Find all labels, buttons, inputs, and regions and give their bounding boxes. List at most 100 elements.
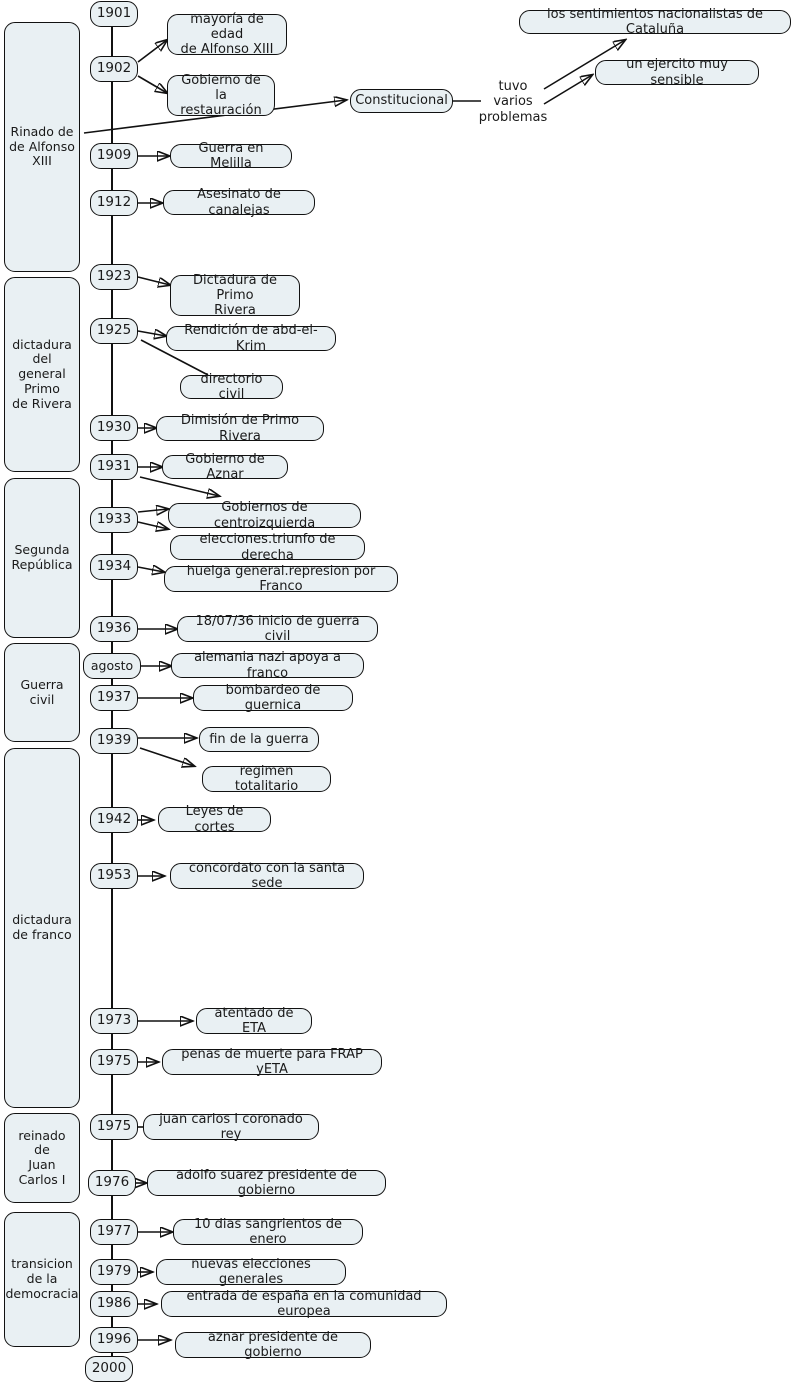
era-box-primo-de-rivera[interactable]: dictadura del general Primo de Rivera [4, 277, 80, 472]
event-box-regimen-totalitario[interactable]: regimen totalitario [202, 763, 331, 794]
event-label: 18/07/36 inicio de guerra civil [195, 613, 360, 644]
event-label: un ejercito muy sensible [626, 57, 728, 88]
event-label: fin de la guerra [209, 731, 309, 747]
era-box-dictadura-franco[interactable]: dictadura de franco [4, 748, 80, 1108]
event-label: Rendición de abd-el-Krim [184, 323, 318, 354]
year-pill-1976[interactable]: 1976 [88, 1170, 136, 1196]
event-box-constitucional[interactable]: Constitucional [350, 89, 453, 113]
event-box-adolfo-suarez[interactable]: adolfo suarez presidente de gobierno [147, 1168, 386, 1198]
era-label: reinado de Juan Carlos I [18, 1127, 66, 1187]
event-box-gobierno-aznar[interactable]: Gobierno de Aznar [162, 452, 288, 482]
year-label: 1977 [96, 1223, 132, 1240]
year-label: 1979 [96, 1263, 132, 1280]
event-box-rendicion-abd-el-krim[interactable]: Rendición de abd-el-Krim [166, 323, 336, 354]
event-box-alemania-nazi[interactable]: alemania nazi apoya a franco [171, 650, 364, 681]
event-label: juan carlos I coronado rey [159, 1111, 303, 1142]
event-box-elecciones-derecha[interactable]: elecciones.triunfo de derecha [170, 532, 365, 563]
event-box-dimision-primo-rivera[interactable]: Dimisión de Primo Rivera [156, 413, 324, 444]
event-box-nuevas-elecciones[interactable]: nuevas elecciones generales [156, 1257, 346, 1287]
year-pill-1975-franco[interactable]: 1975 [90, 1049, 138, 1075]
event-box-sentimientos-nacionalistas[interactable]: los sentimientos nacionalistas de Catalu… [519, 7, 791, 37]
year-pill-1936[interactable]: 1936 [90, 616, 138, 642]
year-pill-1909[interactable]: 1909 [90, 143, 138, 169]
year-label: 1912 [96, 194, 132, 211]
event-box-guerra-melilla[interactable]: Guerra en Melilla [170, 141, 292, 171]
event-box-leyes-cortes[interactable]: Leyes de cortes [158, 804, 271, 835]
year-label: 1939 [96, 732, 132, 749]
year-pill-1934[interactable]: 1934 [90, 554, 138, 580]
event-box-asesinato-canalejas[interactable]: Asesinato de canalejas [163, 187, 315, 218]
event-label: entrada de españa en la comunidad europe… [186, 1288, 422, 1319]
event-box-fin-guerra[interactable]: fin de la guerra [199, 727, 319, 752]
year-label: agosto [90, 657, 134, 673]
year-pill-agosto[interactable]: agosto [83, 653, 141, 679]
year-pill-1925[interactable]: 1925 [90, 318, 138, 344]
year-label: 1975 [96, 1053, 132, 1070]
event-box-aznar-presidente[interactable]: aznar presidente de gobierno [175, 1330, 371, 1360]
year-pill-1930[interactable]: 1930 [90, 415, 138, 441]
event-box-penas-de-muerte[interactable]: penas de muerte para FRAP yETA [162, 1047, 382, 1077]
event-box-entrada-comunidad-europea[interactable]: entrada de españa en la comunidad europe… [161, 1288, 447, 1319]
event-box-gobierno-restauracion[interactable]: Gobierno de la restauración [167, 72, 275, 119]
year-pill-1977[interactable]: 1977 [90, 1219, 138, 1245]
era-label: Rinado de de Alfonso XIII [9, 123, 75, 169]
year-pill-1979[interactable]: 1979 [90, 1259, 138, 1285]
event-label: atentado de ETA [214, 1005, 294, 1036]
era-box-segunda-republica[interactable]: Segunda República [4, 478, 80, 638]
era-box-guerra-civil[interactable]: Guerra civil [4, 643, 80, 742]
event-box-concordato-santa-sede[interactable]: concordato con la santa sede [170, 861, 364, 891]
year-label: 1925 [96, 322, 132, 339]
era-box-transicion[interactable]: transicion de la democracia [4, 1212, 80, 1347]
year-label: 1902 [96, 60, 132, 77]
event-label: regimen totalitario [234, 763, 299, 794]
year-pill-1973[interactable]: 1973 [90, 1008, 138, 1034]
year-pill-1901[interactable]: 1901 [90, 1, 138, 27]
year-label: 1975 [96, 1118, 132, 1135]
event-box-mayoria-de-edad[interactable]: mayoría de edad de Alfonso XIII [167, 11, 287, 58]
event-box-ejercito-sensible[interactable]: un ejercito muy sensible [595, 57, 759, 88]
year-label: 2000 [91, 1360, 127, 1377]
year-label: 1931 [96, 458, 132, 475]
event-label: Gobierno de la restauración [180, 72, 262, 119]
year-label: 1976 [94, 1174, 130, 1191]
event-box-bombardeo-guernica[interactable]: bombardeo de guernica [193, 683, 353, 713]
event-box-atentado-eta[interactable]: atentado de ETA [196, 1005, 312, 1036]
era-box-alfonso-xiii[interactable]: Rinado de de Alfonso XIII [4, 22, 80, 272]
year-pill-1986[interactable]: 1986 [90, 1291, 138, 1317]
year-pill-1942[interactable]: 1942 [90, 807, 138, 833]
event-box-inicio-guerra-civil[interactable]: 18/07/36 inicio de guerra civil [177, 613, 378, 644]
event-label: Guerra en Melilla [198, 140, 264, 171]
year-label: 1933 [96, 511, 132, 528]
year-pill-1953[interactable]: 1953 [90, 863, 138, 889]
event-label: elecciones.triunfo de derecha [199, 532, 336, 563]
era-box-juan-carlos[interactable]: reinado de Juan Carlos I [4, 1113, 80, 1203]
event-box-juan-carlos-coronado-rey[interactable]: juan carlos I coronado rey [143, 1111, 319, 1142]
year-pill-1923[interactable]: 1923 [90, 264, 138, 290]
event-label: Dictadura de Primo Rivera [192, 272, 278, 319]
year-pill-1933[interactable]: 1933 [90, 507, 138, 533]
year-label: 1936 [96, 620, 132, 637]
year-label: 1901 [96, 5, 132, 22]
year-pill-1902[interactable]: 1902 [90, 56, 138, 82]
year-pill-2000[interactable]: 2000 [85, 1356, 133, 1382]
edge-label-text: tuvo varios problemas [478, 78, 548, 125]
event-box-huelga-general[interactable]: huelga general.represion por Franco [164, 564, 398, 594]
event-box-gobiernos-centroizquierda[interactable]: Gobiernos de centroizquierda [168, 500, 361, 531]
year-pill-1931[interactable]: 1931 [90, 454, 138, 480]
year-label: 1934 [96, 558, 132, 575]
event-label: 10 dias sangrientos de enero [193, 1216, 343, 1247]
year-pill-1912[interactable]: 1912 [90, 190, 138, 216]
era-label: dictadura del general Primo de Rivera [12, 336, 72, 411]
event-label: Asesinato de canalejas [197, 187, 281, 218]
edge-label-tuvo-varios-problemas: tuvo varios problemas [478, 78, 548, 125]
event-label: mayoría de edad de Alfonso XIII [180, 11, 274, 58]
year-pill-1939[interactable]: 1939 [90, 728, 138, 754]
event-box-directorio-civil[interactable]: directorio civil [180, 372, 283, 402]
era-label: Guerra civil [20, 676, 64, 707]
event-box-dias-sangrientos[interactable]: 10 dias sangrientos de enero [173, 1216, 363, 1247]
event-box-dictadura-primo-rivera[interactable]: Dictadura de Primo Rivera [170, 272, 300, 319]
year-pill-1937[interactable]: 1937 [90, 685, 138, 711]
event-label: alemania nazi apoya a franco [194, 650, 341, 681]
year-pill-1996[interactable]: 1996 [90, 1327, 138, 1353]
year-pill-1975-juan-carlos[interactable]: 1975 [90, 1114, 138, 1140]
